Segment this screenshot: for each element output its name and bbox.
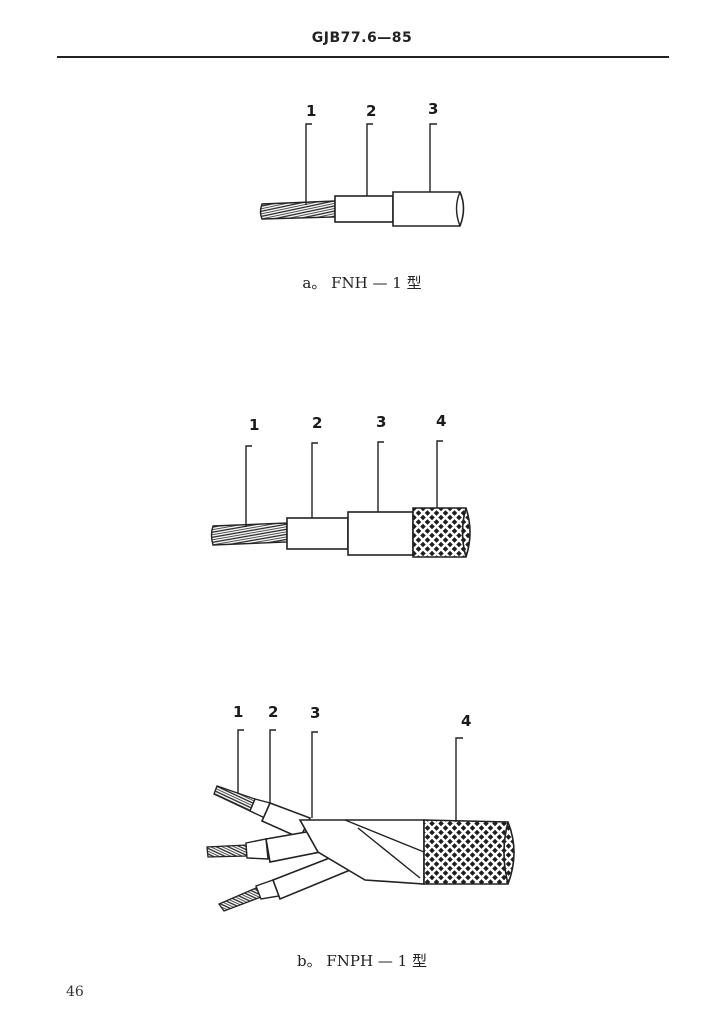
bottom-core-conductor [218,879,280,912]
callout-1: 1 [249,416,259,434]
figure-caption-a: a。 FNH — 1 型 [302,274,422,292]
callout-1: 1 [306,102,316,120]
callout-2: 2 [366,102,376,120]
conductor-core [210,522,288,546]
braided-shield-layer [423,819,515,885]
leader-lines [237,729,463,822]
callout-3: 3 [310,704,320,722]
cable-diagram-fnph: 1 2 3 4 [206,703,515,912]
conductor-core [259,200,336,220]
cable-diagram-fnh: 1 2 3 [259,100,465,227]
cable-diagram-shielded: 1 2 3 4 [210,412,471,558]
inner-insulation-layer [334,195,394,223]
callout-3: 3 [428,100,438,118]
leader-lines [305,123,437,205]
callout-4: 4 [436,412,446,430]
top-core-conductor [213,785,271,819]
callout-3: 3 [376,413,386,431]
callout-4: 4 [461,712,471,730]
page-number: 46 [66,984,84,1000]
callout-2: 2 [268,703,278,721]
outer-sheath [298,819,425,885]
outer-insulation-layer [347,511,414,556]
header-rule [57,56,669,58]
braided-shield-layer [412,507,471,558]
callout-1: 1 [233,703,243,721]
leader-lines [245,440,443,527]
standard-code: GJB77.6—85 [311,30,413,46]
callout-2: 2 [312,414,322,432]
figure-caption-b: b。 FNPH — 1 型 [297,952,427,970]
middle-core-conductor [206,838,269,860]
outer-sheath-layer [392,191,465,227]
inner-insulation-layer [286,517,349,550]
